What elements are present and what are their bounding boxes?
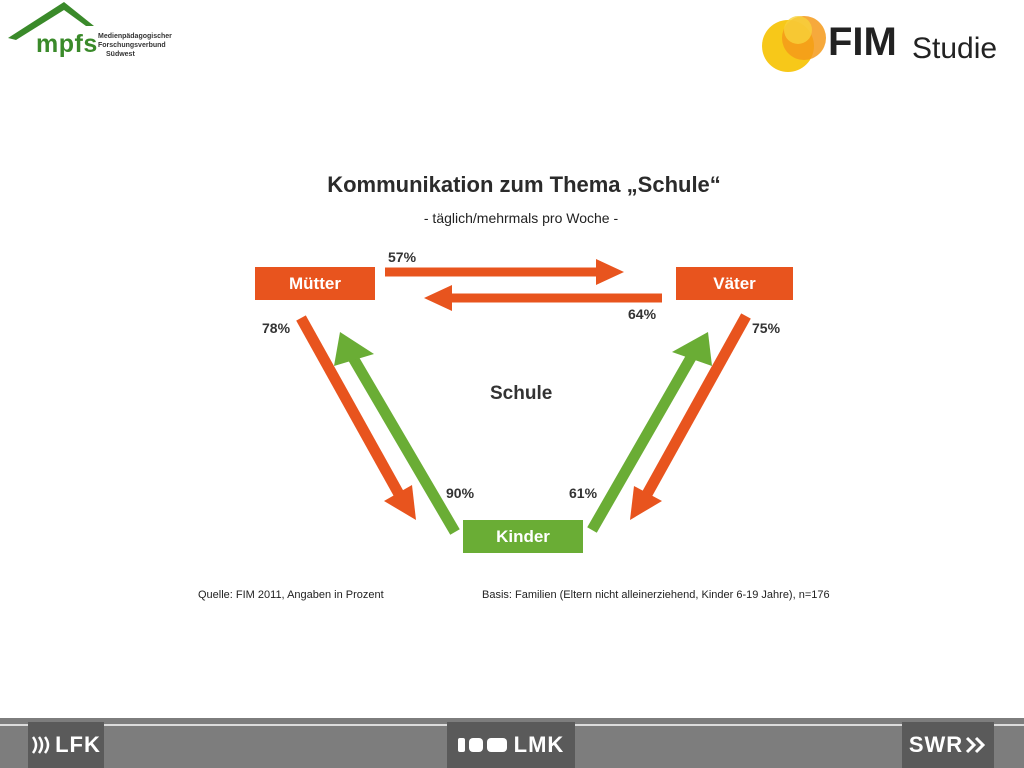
- source-note: Quelle: FIM 2011, Angaben in Prozent: [198, 589, 384, 601]
- sponsor-lmk-label: LMK: [513, 732, 565, 757]
- label-vater-to-mutter: 64%: [628, 306, 657, 322]
- label-vater-to-kinder: 75%: [752, 320, 781, 336]
- label-mutter-to-kinder: 78%: [262, 320, 291, 336]
- node-mutter: Mütter: [255, 267, 375, 300]
- lfk-waves-icon: [32, 736, 50, 754]
- arrow-mutter-to-kinder: [296, 315, 416, 520]
- label-mutter-to-vater: 57%: [388, 249, 417, 265]
- sponsor-swr: SWR: [902, 722, 994, 768]
- arrow-kinder-to-vater: [587, 332, 712, 533]
- fim-word: FIM: [828, 20, 897, 64]
- center-label-schule: Schule: [490, 383, 553, 404]
- page-subtitle: - täglich/mehrmals pro Woche -: [423, 210, 619, 226]
- swr-chevrons-icon: [966, 736, 986, 754]
- fim-circles-icon: [762, 16, 826, 72]
- sponsor-lfk: LFK: [28, 722, 104, 768]
- mpfs-wordmark: mpfs: [36, 30, 98, 58]
- mpfs-line-2: Forschungsverbund: [98, 42, 166, 49]
- label-kinder-to-vater: 61%: [569, 485, 598, 501]
- basis-note: Basis: Familien (Eltern nicht alleinerzi…: [482, 589, 830, 601]
- arrow-kinder-to-mutter: [334, 332, 460, 535]
- arrow-vater-to-mutter: [424, 285, 662, 311]
- sponsor-lfk-label: LFK: [55, 732, 101, 757]
- label-kinder-to-mutter: 90%: [446, 485, 475, 501]
- node-vater: Väter: [676, 267, 793, 300]
- arrow-mutter-to-vater: [385, 259, 624, 285]
- node-kinder: Kinder: [463, 520, 583, 553]
- sponsor-swr-label: SWR: [908, 732, 964, 757]
- sponsor-lmk: LMK: [447, 722, 575, 768]
- lmk-bars-icon: [457, 738, 507, 752]
- fim-studie-logo: FIM Studie: [760, 10, 1010, 74]
- roof-icon: [8, 2, 94, 40]
- mpfs-logo: mpfs Medienpädagogischer Forschungsverbu…: [6, 0, 176, 66]
- fim-studie-word: Studie: [912, 32, 998, 65]
- page-title: Kommunikation zum Thema „Schule“: [327, 172, 721, 197]
- arrow-vater-to-kinder: [630, 313, 751, 520]
- mpfs-line-3: Südwest: [106, 51, 135, 58]
- mpfs-line-1: Medienpädagogischer: [98, 33, 172, 40]
